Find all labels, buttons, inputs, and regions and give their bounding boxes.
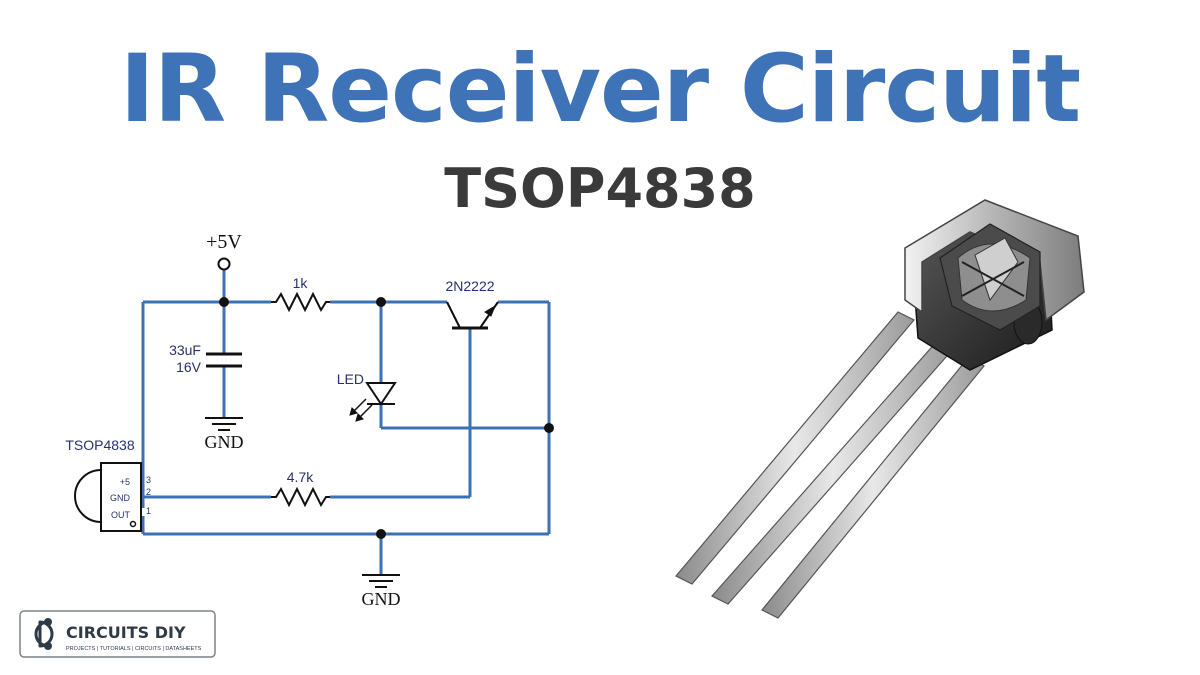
label-transistor: 2N2222 [445, 278, 494, 294]
ground-symbol-top [205, 417, 243, 431]
resistor-4-7k [271, 486, 330, 508]
pin-num-2: 2 [146, 487, 151, 497]
label-led: LED [337, 371, 364, 387]
junction-dot [376, 529, 386, 539]
component-leg [675, 311, 915, 585]
label-gnd-top: GND [205, 432, 244, 452]
pin-label-out: OUT [111, 510, 131, 520]
component-metal-shield [904, 199, 1085, 331]
pin-num-1: 1 [146, 506, 151, 516]
supply-terminal [217, 257, 231, 271]
tsop-dome [74, 469, 102, 523]
label-gnd-bottom: GND [362, 589, 401, 609]
pin-label-gnd: GND [110, 493, 131, 503]
logo-frame [19, 610, 216, 658]
label-resistor-1k: 1k [293, 275, 309, 291]
led-triangle [365, 382, 397, 406]
label-supply: +5V [206, 231, 242, 253]
page-title: IR Receiver Circuit [119, 35, 1081, 144]
label-resistor-4-7k: 4.7k [287, 469, 314, 485]
junction-dot [219, 297, 229, 307]
components [74, 257, 554, 588]
circuit-cd-icon [34, 618, 54, 650]
label-sensor: TSOP4838 [65, 437, 134, 453]
label-cap-voltage: 16V [176, 359, 202, 375]
logo-tagline: PROJECTS | TUTORIALS | CIRCUITS | DATASH… [66, 646, 202, 652]
logo-brand-text: CIRCUITS DIY [66, 623, 186, 642]
wires [141, 270, 551, 575]
led-arrows [349, 398, 373, 422]
ground-symbol-bottom [362, 574, 400, 588]
page-subtitle: TSOP4838 [444, 157, 756, 220]
junction-dot [544, 423, 554, 433]
transistor-emitter-arrow [484, 304, 497, 317]
label-cap-value: 33uF [169, 342, 201, 358]
tsop-body [100, 462, 142, 532]
tsop-pin1-marker [129, 520, 137, 528]
junction-dot [376, 297, 386, 307]
labels: +5V 1k 4.7k 2N2222 33uF 16V LED GND GND … [65, 231, 494, 609]
transistor-collector [446, 301, 461, 329]
pin-label-plus5: +5 [120, 477, 130, 487]
resistor-1k [271, 291, 330, 313]
component-legs [675, 311, 985, 619]
pin-num-3: 3 [146, 475, 151, 485]
